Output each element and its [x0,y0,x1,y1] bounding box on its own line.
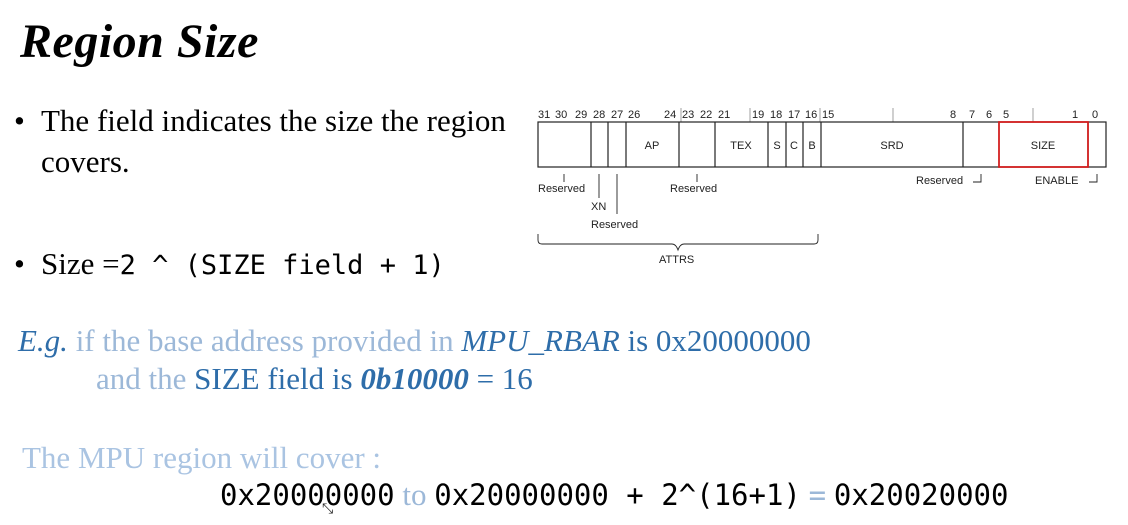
bit-5: 5 [1003,109,1009,121]
bit-19: 19 [752,109,764,121]
size-field-label: SIZE field is [194,361,361,396]
example-text-2: and the [96,361,195,396]
formula: 2 ^ (SIZE field + 1) [119,250,445,281]
calculation: 0x20000000 to 0x20000000 + 2^(16+1) = 0x… [220,477,1008,513]
start-address: 0x20000000 [220,478,395,512]
mpu-rbar: MPU_RBAR [461,323,620,358]
end-address: 0x20020000 [833,478,1009,512]
label-xn: XN [591,201,606,213]
cover-text: The MPU region will cover : [22,440,382,475]
field-size: SIZE [1031,140,1055,152]
end-expression: 0x20000000 + 2^(16+1) [434,478,801,512]
register-box [537,121,1107,168]
bit-6: 6 [986,109,992,121]
label-reserved-7-6: Reserved [916,175,963,187]
bit-8: 8 [950,109,956,121]
label-reserved-31-29: Reserved [538,183,585,195]
label-reserved-27: Reserved [591,219,638,231]
bit-31: 31 [538,109,550,121]
label-reserved-23-22: Reserved [670,183,717,195]
bit-29: 29 [575,109,587,121]
decimal-value: = 16 [468,361,533,396]
register-diagram: 31 30 29 28 27 26 24 23 22 21 19 18 17 1… [535,102,1110,272]
bit-24: 24 [664,109,676,121]
bit-0: 0 [1092,109,1098,121]
bit-16: 16 [805,109,817,121]
field-s: S [773,140,780,152]
bit-27: 27 [611,109,623,121]
equals-sign: = [808,478,827,512]
bit-18: 18 [770,109,782,121]
bit-21: 21 [718,109,730,121]
example-line-1: E.g. if the base address provided in MPU… [18,322,811,360]
bit-28: 28 [593,109,605,121]
bit-7: 7 [969,109,975,121]
bullet-text: The field indicates the size the region … [41,103,506,179]
bit-30: 30 [555,109,567,121]
to-word: to [402,477,427,512]
field-b: B [808,140,815,152]
field-tex: TEX [730,140,752,152]
example-text-1: if the base address provided in [67,323,462,358]
bit-23: 23 [682,109,694,121]
field-ap: AP [645,140,660,152]
bullet-dot: • [14,246,25,281]
bit-15: 15 [822,109,834,121]
label-attrs: ATTRS [659,254,694,266]
field-c: C [790,140,798,152]
bit-26: 26 [628,109,640,121]
eg-label: E.g. [18,323,68,358]
example-line-2: and the SIZE field is 0b10000 = 16 [96,360,533,398]
bullet-dot: • [14,103,25,138]
slide-title: Region Size [20,15,259,68]
bit-17: 17 [788,109,800,121]
field-srd: SRD [880,140,903,152]
bit-1: 1 [1072,109,1078,121]
mouse-cursor-icon: ⤡ [322,502,334,517]
bit-22: 22 [700,109,712,121]
base-address: is 0x20000000 [619,323,811,358]
label-enable: ENABLE [1035,175,1078,187]
size-field-highlight [998,121,1089,168]
formula-prefix: Size = [41,246,120,281]
binary-value: 0b10000 [360,361,469,396]
